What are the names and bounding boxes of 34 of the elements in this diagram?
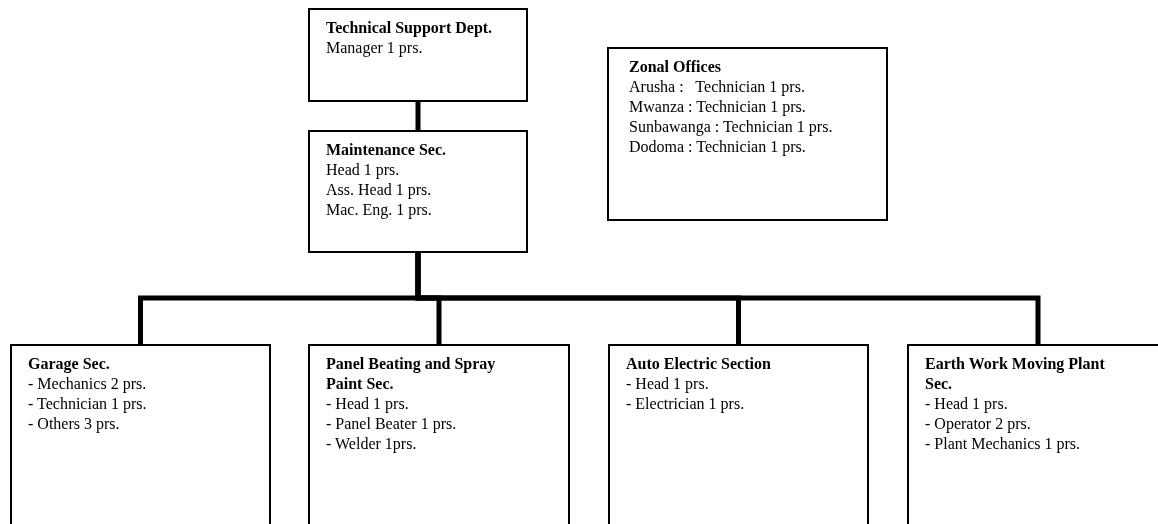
department-box: [308, 8, 528, 102]
staff-line: Arusha : Technician 1 prs.: [629, 77, 806, 97]
staff-line: - Electrician 1 prs.: [626, 394, 746, 414]
unit-title: Maintenance Sec.: [326, 140, 447, 160]
staff-line: Ass. Head 1 prs.: [326, 180, 433, 200]
staff-line: - Welder 1prs.: [326, 434, 418, 454]
staff-line: - Plant Mechanics 1 prs.: [925, 434, 1082, 454]
unit-title: Panel Beating and Spray Paint Sec.: [326, 354, 497, 394]
unit-title: Auto Electric Section: [626, 354, 772, 374]
department-box: [607, 47, 888, 221]
staff-line: Mac. Eng. 1 prs.: [326, 200, 433, 220]
unit-title: Earth Work Moving Plant Sec.: [925, 354, 1106, 394]
staff-line: Sunbawanga : Technician 1 prs.: [629, 117, 834, 137]
staff-line: - Head 1 prs.: [925, 394, 1009, 414]
staff-line: Mwanza : Technician 1 prs.: [629, 97, 807, 117]
staff-line: - Others 3 prs.: [28, 414, 121, 434]
staff-line: - Technician 1 prs.: [28, 394, 148, 414]
staff-line: Manager 1 prs.: [326, 38, 424, 58]
unit-title: Garage Sec.: [28, 354, 111, 374]
section-box: [308, 344, 570, 524]
staff-line: Head 1 prs.: [326, 160, 401, 180]
connector-line: [415, 102, 421, 130]
staff-line: - Panel Beater 1 prs.: [326, 414, 458, 434]
staff-line: - Head 1 prs.: [626, 374, 710, 394]
staff-line: Dodoma : Technician 1 prs.: [629, 137, 807, 157]
section-box: [10, 344, 271, 524]
unit-title: Technical Support Dept.: [326, 18, 494, 38]
staff-line: - Operator 2 prs.: [925, 414, 1032, 434]
staff-line: - Mechanics 2 prs.: [28, 374, 148, 394]
staff-line: - Head 1 prs.: [326, 394, 410, 414]
section-box: [907, 344, 1158, 524]
department-box: [308, 130, 528, 253]
unit-title: Zonal Offices: [629, 57, 722, 77]
section-box: [608, 344, 869, 524]
